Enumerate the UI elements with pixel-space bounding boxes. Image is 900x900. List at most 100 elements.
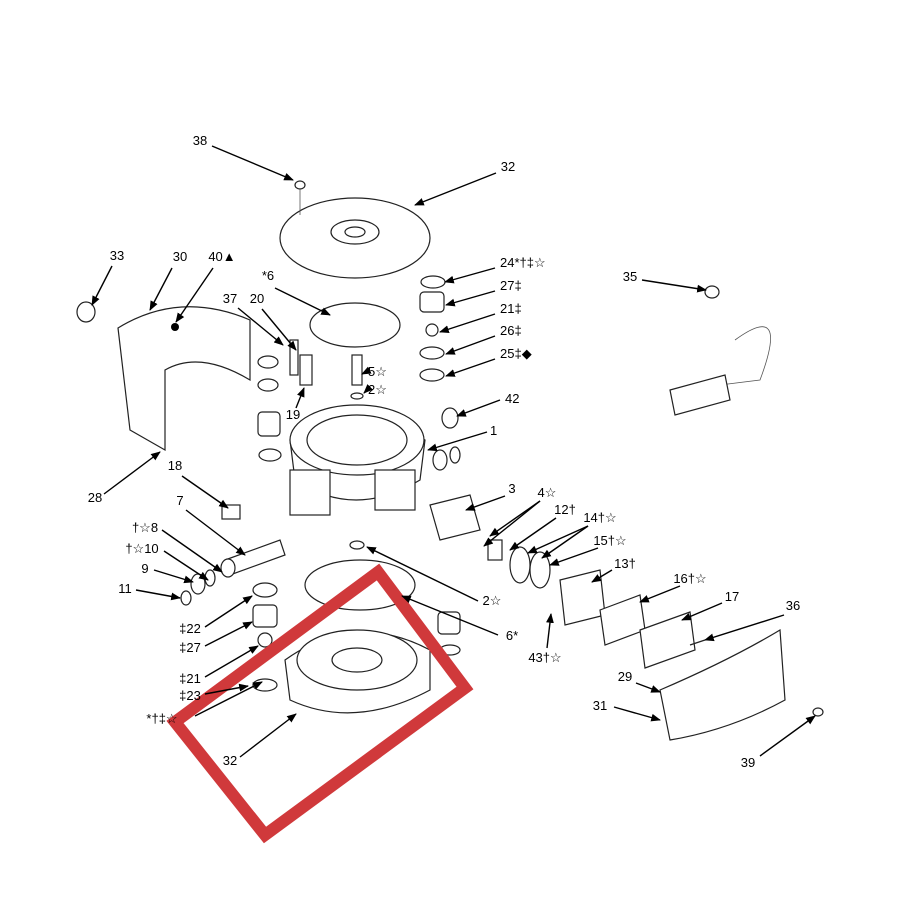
callout-arrow [639, 585, 681, 603]
callout-arrow [414, 172, 497, 206]
part-label: 18 [168, 458, 182, 473]
pin-5 [351, 354, 363, 386]
center-housing [289, 404, 426, 516]
callout-arrow [549, 547, 599, 566]
parts-drawing [76, 180, 824, 741]
part-label: ‡21 [179, 671, 201, 686]
callout-arrow [194, 681, 263, 717]
callout-arrow [181, 475, 229, 509]
part-label: 20 [250, 291, 264, 306]
highlight-box [166, 563, 474, 844]
part-label: 28 [88, 490, 102, 505]
part-label: ‡23 [179, 688, 201, 703]
part-label: 15†☆ [593, 533, 626, 548]
callout-arrow [204, 683, 249, 695]
part-label: 14†☆ [583, 510, 616, 525]
guide-27 [419, 291, 445, 313]
seat-24 [420, 275, 446, 289]
callout-arrow [445, 358, 496, 377]
part-label: 26‡ [500, 323, 522, 338]
callout-arrow [439, 313, 496, 333]
part-label: 9 [141, 561, 148, 576]
part-label: 21‡ [500, 301, 522, 316]
callout-arrow [239, 713, 297, 758]
part-label: 3 [508, 481, 515, 496]
callout-arrow [149, 267, 173, 311]
callout-arrow [261, 308, 297, 351]
part-label: 37 [223, 291, 237, 306]
part-label: 32 [501, 159, 515, 174]
callout-arrow [204, 645, 259, 678]
part-label: †☆8 [132, 520, 158, 535]
valve-3 [429, 494, 481, 541]
part-label: 35 [623, 269, 637, 284]
shield-29 [659, 628, 786, 741]
callout-arrow [204, 621, 253, 647]
callout-arrow [635, 682, 661, 693]
bottom-fluid-cover [284, 629, 431, 714]
callout-arrow [363, 383, 374, 394]
callout-arrow [509, 517, 557, 551]
part-label: ‡27 [179, 640, 201, 655]
callout-arrow [465, 495, 506, 511]
oring-2-top [350, 392, 364, 400]
part-label: 40▲ [208, 249, 235, 264]
part-label: 42 [505, 391, 519, 406]
part-label: 7 [176, 493, 183, 508]
callout-arrow [175, 267, 214, 323]
part-label: 2☆ [483, 593, 502, 608]
callout-arrow [401, 595, 499, 636]
callout-arrow [237, 307, 284, 346]
callout-arrow [527, 525, 589, 554]
callout-arrow [704, 614, 785, 642]
part-label: †☆10 [125, 541, 158, 556]
part-label: 12† [554, 502, 576, 517]
shaft-7 [180, 539, 286, 606]
callout-arrows [91, 145, 816, 758]
plate-19 [299, 354, 313, 386]
callout-arrow [185, 509, 246, 556]
callout-arrow [681, 602, 723, 621]
callout-arrow [163, 550, 209, 581]
callout-arrow [274, 287, 331, 316]
callout-arrow [591, 569, 613, 583]
spring-12 [509, 546, 531, 584]
callout-arrow [204, 595, 253, 628]
callout-arrow [444, 267, 496, 284]
part-label: 1 [490, 423, 497, 438]
part-label: 2☆ [368, 382, 387, 397]
gasket-20 [289, 339, 299, 376]
part-label: 43†☆ [528, 650, 561, 665]
part-label: *6 [262, 268, 274, 283]
part-label: 27‡ [500, 278, 522, 293]
part-label: 30 [173, 249, 187, 264]
part-label: 29 [618, 669, 632, 684]
callout-arrow [211, 145, 294, 181]
oring-42 [441, 407, 459, 429]
part-label: 6* [506, 628, 518, 643]
gasket-16 [599, 594, 646, 646]
part-label: 5☆ [368, 364, 387, 379]
callout-arrow [91, 265, 113, 306]
callout-arrow [546, 613, 554, 649]
part-label: 17 [725, 589, 739, 604]
screw-38 [294, 180, 306, 190]
part-label: 13† [614, 556, 636, 571]
part-label: 31 [593, 698, 607, 713]
ground-wire-35 [669, 285, 771, 416]
screw-39 [812, 707, 824, 717]
part-label: ‡22 [179, 621, 201, 636]
part-label: 25‡◆ [500, 346, 532, 361]
part-label: 11 [118, 581, 132, 596]
part-label: 24*†‡☆ [500, 255, 546, 270]
seat-26 [419, 346, 445, 360]
part-label: 19 [286, 407, 300, 422]
callout-arrow [613, 706, 661, 722]
ball-21 [425, 323, 439, 337]
part-label: 36 [786, 598, 800, 613]
callout-arrow [361, 366, 372, 375]
callout-arrow [153, 569, 194, 584]
